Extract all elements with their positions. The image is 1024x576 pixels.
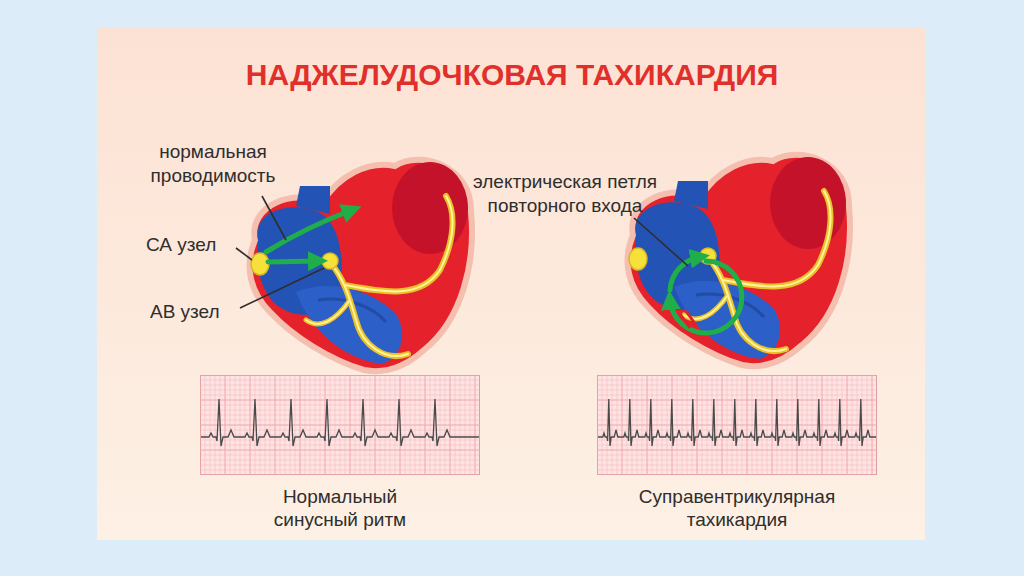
ecg-grid xyxy=(597,375,877,475)
slide-title: НАДЖЕЛУДОЧКОВАЯ ТАХИКАРДИЯ xyxy=(0,58,1024,92)
ecg-strip: Нормальный синусный ритм xyxy=(200,375,480,535)
part-label: СА узел xyxy=(146,233,242,257)
ecg-grid xyxy=(200,375,480,475)
strip-caption: Нормальный синусный ритм xyxy=(245,485,435,531)
part-label: электрическая петля повторного входа xyxy=(440,170,690,218)
strip-caption: Суправентрикулярная тахикардия xyxy=(597,485,877,531)
normal-conduction-arrows xyxy=(266,210,352,262)
reentry-loop xyxy=(670,257,742,333)
heart-reentry xyxy=(628,155,850,366)
block-mark xyxy=(680,311,696,328)
heart-normal xyxy=(250,160,472,371)
ecg-strip: Суправентрикулярная тахикардия xyxy=(597,375,877,535)
part-label: нормальная проводимость xyxy=(143,140,283,188)
part-label: АВ узел xyxy=(150,300,242,324)
